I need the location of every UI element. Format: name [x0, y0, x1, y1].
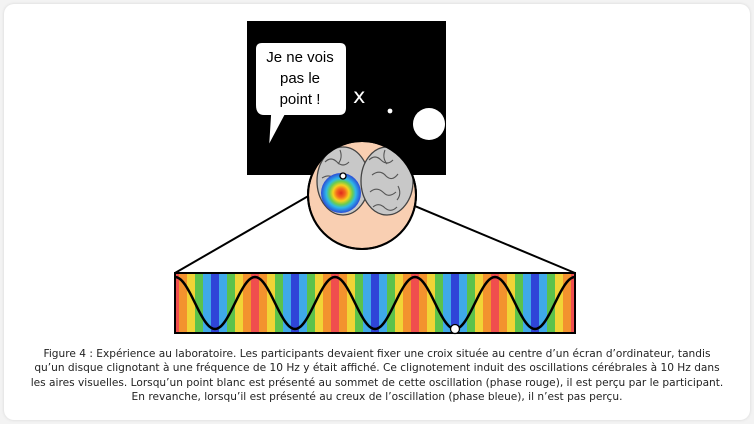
phase-stripe — [219, 273, 228, 333]
phase-stripe — [515, 273, 524, 333]
phase-stripe — [555, 273, 564, 333]
phase-stripe — [203, 273, 212, 333]
phase-stripe — [539, 273, 548, 333]
phase-stripe — [331, 273, 340, 333]
phase-stripe — [175, 273, 180, 333]
phase-stripe — [283, 273, 292, 333]
phase-stripe — [403, 273, 412, 333]
phase-stripe — [259, 273, 268, 333]
oscillation-wave — [174, 275, 576, 331]
phase-stripe — [435, 273, 444, 333]
figure-caption: Figure 4 : Expérience au laboratoire. Le… — [30, 348, 724, 403]
head-outline — [307, 140, 417, 250]
phase-stripe — [571, 273, 576, 333]
phase-stripe — [459, 273, 468, 333]
phase-stripe — [275, 273, 284, 333]
phase-stripe — [491, 273, 500, 333]
speech-bubble-text: Je ne vois pas le point ! — [250, 47, 350, 110]
phase-stripe — [475, 273, 484, 333]
phase-stripe — [451, 273, 460, 333]
phase-stripe — [443, 273, 452, 333]
visual-cortex-activity — [321, 173, 361, 213]
phase-stripe — [379, 273, 388, 333]
phase-stripe — [235, 273, 244, 333]
fixation-cross: x — [353, 84, 366, 108]
phase-stripe — [179, 273, 188, 333]
phase-stripe — [307, 273, 316, 333]
flicker-disc — [413, 108, 445, 140]
speech-line-3: point ! — [279, 91, 321, 108]
phase-stripe — [531, 273, 540, 333]
phase-stripe — [499, 273, 508, 333]
phase-stripe — [467, 273, 476, 333]
phase-color-stripes — [175, 273, 576, 333]
phase-stripe — [299, 273, 308, 333]
phase-stripe — [187, 273, 196, 333]
brain — [316, 146, 414, 216]
phase-stripe — [411, 273, 420, 333]
phase-stripe — [267, 273, 276, 333]
probe-dot — [387, 108, 393, 114]
phase-stripe — [195, 273, 204, 333]
phase-stripe — [523, 273, 532, 333]
phase-stripe — [243, 273, 252, 333]
phase-stripe — [339, 273, 348, 333]
phase-stripe — [371, 273, 380, 333]
phase-stripe — [563, 273, 572, 333]
phase-stripe — [363, 273, 372, 333]
speech-line-1: Je ne vois — [266, 49, 334, 66]
speech-line-2: pas le — [279, 70, 321, 87]
phase-stripe — [315, 273, 324, 333]
phase-stripe — [395, 273, 404, 333]
probe-dot-on-wave — [449, 323, 461, 335]
phase-stripe — [251, 273, 260, 333]
phase-stripe — [227, 273, 236, 333]
phase-stripe — [427, 273, 436, 333]
oscillation-panel — [174, 272, 576, 334]
electrode-dot — [339, 172, 347, 180]
phase-stripe — [507, 273, 516, 333]
phase-stripe — [323, 273, 332, 333]
phase-stripe — [291, 273, 300, 333]
phase-stripe — [547, 273, 556, 333]
phase-stripe — [387, 273, 396, 333]
phase-stripe — [211, 273, 220, 333]
phase-stripe — [483, 273, 492, 333]
phase-stripe — [419, 273, 428, 333]
phase-stripe — [347, 273, 356, 333]
phase-stripe — [355, 273, 364, 333]
speech-bubble — [254, 41, 348, 149]
